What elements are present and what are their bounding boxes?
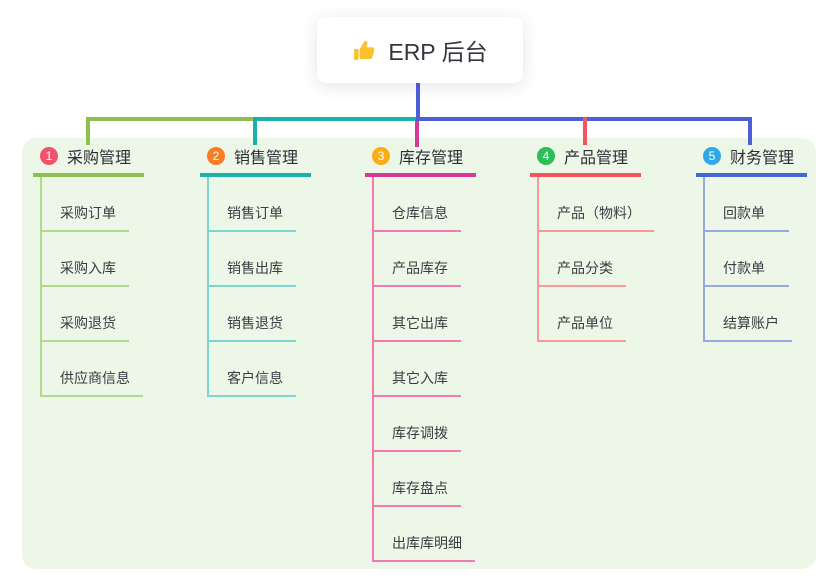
branch-purchase: 1 采购管理 采购订单 采购入库 采购退货 供应商信息: [33, 142, 144, 397]
branch-header-product[interactable]: 4 产品管理: [530, 142, 641, 177]
branch-product: 4 产品管理 产品（物料） 产品分类 产品单位: [530, 142, 654, 342]
child-node[interactable]: 结算账户: [705, 287, 792, 342]
branch-title: 财务管理: [730, 149, 795, 167]
branch-inventory: 3 库存管理 仓库信息 产品库存 其它出库 其它入库 库存调拨 库存盘点 出库库…: [365, 142, 476, 562]
branch-children: 仓库信息 产品库存 其它出库 其它入库 库存调拨 库存盘点 出库库明细: [372, 177, 476, 562]
branch-title: 库存管理: [399, 149, 464, 167]
child-node[interactable]: 仓库信息: [374, 177, 461, 232]
root-node[interactable]: ERP 后台: [317, 17, 523, 83]
root-title: ERP 后台: [388, 39, 488, 65]
child-node[interactable]: 出库库明细: [374, 507, 475, 562]
connector-drop-inventory: [415, 121, 419, 147]
child-node[interactable]: 库存调拨: [374, 397, 461, 452]
child-node[interactable]: 销售出库: [209, 232, 296, 287]
child-node[interactable]: 销售退货: [209, 287, 296, 342]
branch-finance: 5 财务管理 回款单 付款单 结算账户: [696, 142, 807, 342]
branch-title: 销售管理: [234, 149, 299, 167]
child-node[interactable]: 付款单: [705, 232, 789, 287]
branch-header-inventory[interactable]: 3 库存管理: [365, 142, 476, 177]
branch-number-badge: 1: [40, 146, 58, 165]
child-node[interactable]: 采购订单: [42, 177, 129, 232]
child-node[interactable]: 采购退货: [42, 287, 129, 342]
connector-root-stem: [416, 83, 420, 119]
connector-rail-green: [86, 117, 253, 121]
branch-number-badge: 2: [207, 146, 225, 165]
child-node[interactable]: 产品（物料）: [539, 177, 654, 232]
child-node[interactable]: 销售订单: [209, 177, 296, 232]
connector-drop-sales: [253, 117, 257, 145]
connector-drop-purchase: [86, 117, 90, 145]
child-node[interactable]: 产品分类: [539, 232, 626, 287]
child-node[interactable]: 回款单: [705, 177, 789, 232]
branch-number-badge: 4: [537, 146, 555, 165]
branch-number-badge: 5: [703, 146, 721, 165]
branch-number-badge: 3: [372, 146, 390, 165]
child-node[interactable]: 产品库存: [374, 232, 461, 287]
branch-children: 销售订单 销售出库 销售退货 客户信息: [207, 177, 311, 397]
connector-rail-teal: [253, 117, 416, 121]
child-node[interactable]: 其它入库: [374, 342, 461, 397]
connector-drop-product: [583, 117, 587, 145]
child-node[interactable]: 产品单位: [539, 287, 626, 342]
child-node[interactable]: 库存盘点: [374, 452, 461, 507]
branch-header-finance[interactable]: 5 财务管理: [696, 142, 807, 177]
branch-sales: 2 销售管理 销售订单 销售出库 销售退货 客户信息: [200, 142, 311, 397]
branches-panel: [22, 138, 816, 569]
branch-children: 回款单 付款单 结算账户: [703, 177, 807, 342]
branch-children: 采购订单 采购入库 采购退货 供应商信息: [40, 177, 144, 397]
child-node[interactable]: 其它出库: [374, 287, 461, 342]
branch-header-purchase[interactable]: 1 采购管理: [33, 142, 144, 177]
branch-header-sales[interactable]: 2 销售管理: [200, 142, 311, 177]
branch-title: 采购管理: [67, 149, 132, 167]
connector-drop-finance: [748, 117, 752, 145]
child-node[interactable]: 客户信息: [209, 342, 296, 397]
thumbs-up-icon: [352, 38, 377, 63]
child-node[interactable]: 供应商信息: [42, 342, 143, 397]
branch-title: 产品管理: [564, 149, 629, 167]
branch-children: 产品（物料） 产品分类 产品单位: [537, 177, 654, 342]
child-node[interactable]: 采购入库: [42, 232, 129, 287]
